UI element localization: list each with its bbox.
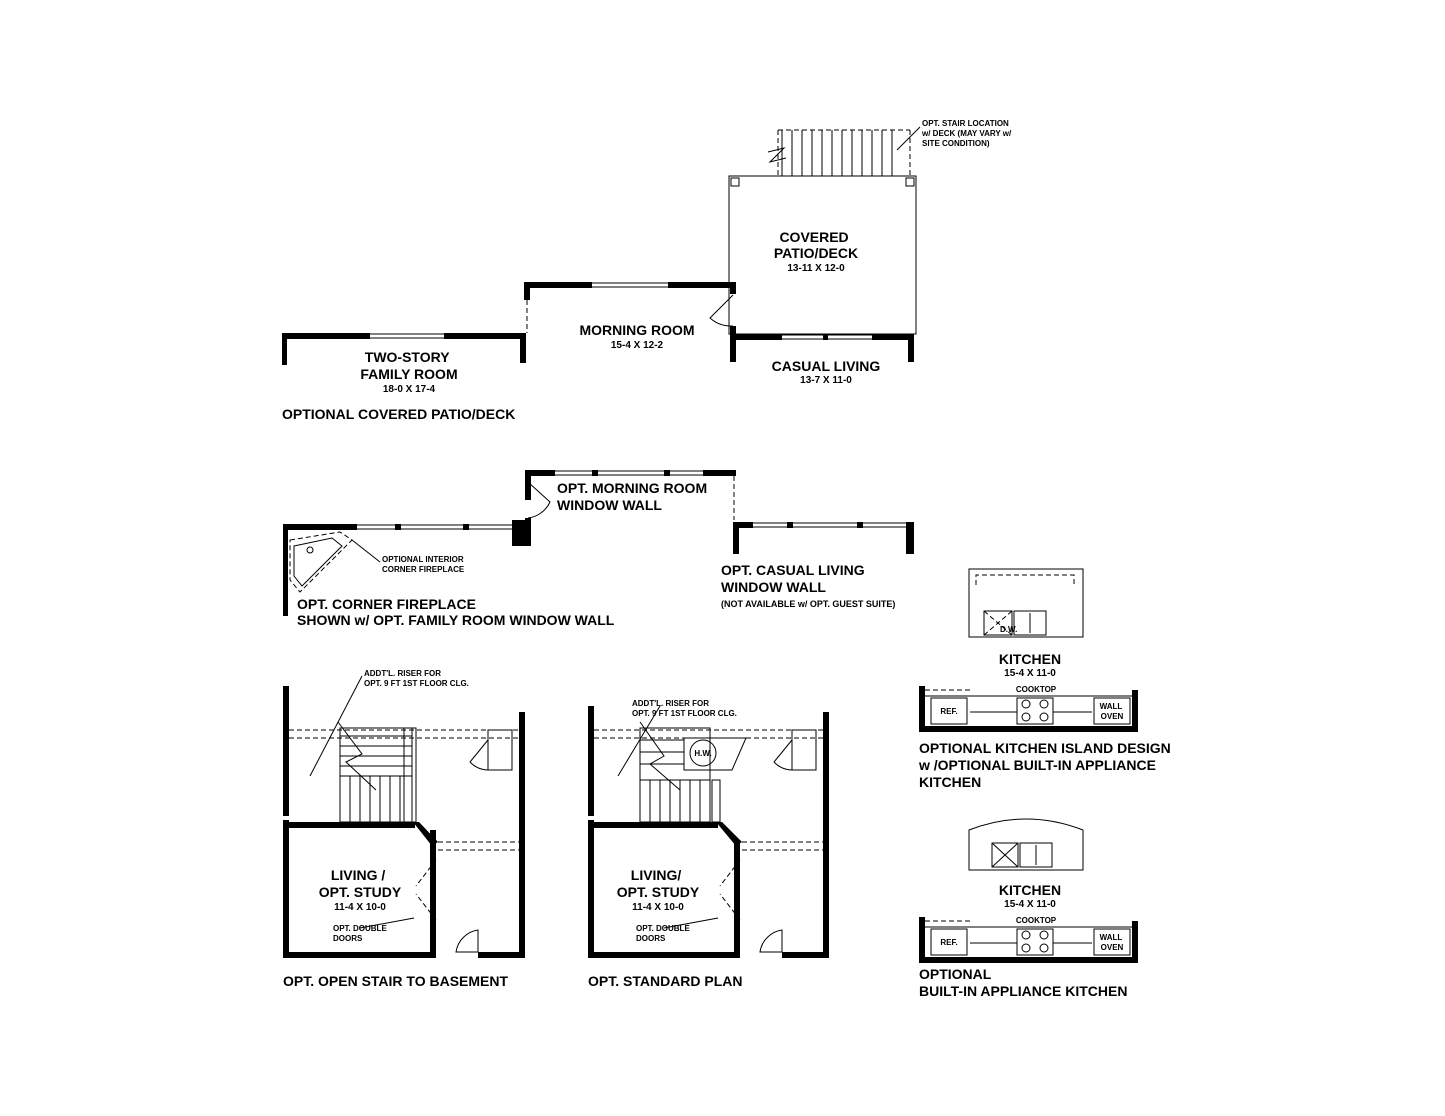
covered-patio-dimension: 13-11 X 12-0: [787, 263, 845, 274]
kitchen-label: KITCHEN: [999, 882, 1061, 898]
refrigerator-label: REF.: [940, 707, 957, 716]
burner-icon: [1039, 712, 1049, 722]
patio-section-caption: OPTIONAL COVERED PATIO/DECK: [282, 406, 515, 422]
opt-double-doors: [415, 859, 437, 921]
living-study-label: LIVING / OPT. STUDY: [319, 867, 402, 900]
kitchen-dimension: 15-4 X 11-0: [1004, 899, 1056, 910]
covered-patio-label: COVERED PATIO/DECK: [774, 229, 858, 261]
wall-oven-label: WALL OVEN: [1100, 933, 1125, 952]
living-study-dimension: 11-4 X 10-0: [334, 902, 386, 913]
morning-room-dimension: 15-4 X 12-2: [611, 340, 664, 351]
patio-column: [730, 177, 740, 187]
open-stair: [309, 675, 417, 823]
builtin-kitchen-caption: OPTIONAL BUILT-IN APPLIANCE KITCHEN: [919, 966, 1127, 999]
corner-fireplace: [289, 531, 381, 593]
standard-stair: [617, 705, 721, 823]
morning-room-door-swing: [709, 294, 734, 327]
family-room-window-wall-left: [283, 524, 288, 616]
family-room-wall-segment: [282, 333, 370, 339]
open-stair-plan: ADDT'L. RISER FOR OPT. 9 FT 1ST FLOOR CL…: [283, 669, 525, 989]
burner-icon: [1039, 930, 1049, 940]
closet: [791, 729, 817, 771]
casual-living-label: CASUAL LIVING: [772, 358, 881, 374]
wall-oven: [1093, 697, 1131, 725]
kitchen-island-option: D.W. KITCHEN 15-4 X 11-0 REF. COOKTOP WA…: [918, 568, 1175, 790]
fireplace-caption: OPT. CORNER FIREPLACE SHOWN w/ OPT. FAMI…: [297, 596, 615, 628]
opt-double-doors: [719, 859, 741, 921]
family-room-dimension: 18-0 X 17-4: [383, 384, 436, 395]
riser-note: ADDT'L. RISER FOR OPT. 9 FT 1ST FLOOR CL…: [632, 699, 737, 718]
closet-door-swing: [469, 739, 489, 771]
cooktop-label: COOKTOP: [1016, 685, 1057, 694]
kitchen-island-outline: [968, 568, 1084, 638]
water-heater-closet: [683, 737, 747, 771]
family-room-wall-segment: [444, 333, 526, 339]
refrigerator-label: REF.: [940, 938, 957, 947]
casual-window-wall-label: OPT. CASUAL LIVING WINDOW WALL: [721, 562, 869, 595]
patio-column: [905, 177, 915, 187]
burner-icon: [1021, 943, 1031, 953]
refrigerator: [930, 928, 968, 956]
dishwasher-label: D.W.: [1000, 625, 1017, 634]
kitchen-label: KITCHEN: [999, 651, 1061, 667]
kitchen-sink: [1013, 610, 1047, 636]
morning-room-left-wall: [524, 282, 530, 300]
morning-window-wall-door-swing: [527, 481, 551, 519]
builtin-kitchen-option: KITCHEN 15-4 X 11-0 REF. COOKTOP WALL OV…: [919, 818, 1138, 999]
entry-door-swing: [455, 929, 479, 953]
open-stair-caption: OPT. OPEN STAIR TO BASEMENT: [283, 973, 509, 989]
family-room-right-wall: [520, 333, 526, 363]
burner-icon: [1021, 930, 1031, 940]
wall-oven: [1093, 928, 1131, 956]
morning-room-wall-segment: [668, 282, 732, 288]
casual-window-wall-note: (NOT AVAILABLE w/ OPT. GUEST SUITE): [721, 599, 895, 609]
casual-living-dimension: 13-7 X 11-0: [800, 375, 852, 386]
morning-window-wall-label: OPT. MORNING ROOM WINDOW WALL: [557, 480, 711, 513]
double-doors-note: OPT. DOUBLE DOORS: [333, 924, 389, 943]
double-doors-note: OPT. DOUBLE DOORS: [636, 924, 692, 943]
morning-room-label: MORNING ROOM: [579, 322, 694, 338]
standard-plan-caption: OPT. STANDARD PLAN: [588, 973, 743, 989]
closet: [487, 729, 513, 771]
cooktop: [1016, 928, 1054, 956]
living-study-dimension: 11-4 X 10-0: [632, 902, 684, 913]
family-room-left-wall: [282, 333, 287, 365]
wall-oven-label: WALL OVEN: [1100, 702, 1125, 721]
cooktop-label: COOKTOP: [1016, 916, 1057, 925]
kitchen-dimension: 15-4 X 11-0: [1004, 668, 1056, 679]
cooktop: [1016, 697, 1054, 725]
water-heater-label: H.W.: [694, 749, 711, 758]
kitchen-island-caption: OPTIONAL KITCHEN ISLAND DESIGN w /OPTION…: [918, 740, 1175, 790]
stair-location-note: OPT. STAIR LOCATION w/ DECK (MAY VARY w/…: [921, 119, 1013, 148]
family-room-label: TWO-STORY FAMILY ROOM: [360, 349, 457, 382]
window-wall-options: OPTIONAL INTERIOR CORNER FIREPLACE OPT. …: [283, 470, 914, 628]
standard-plan: H.W. ADDT'L. RISER FOR OPT. 9 FT 1ST FLO…: [588, 699, 829, 989]
riser-note: ADDT'L. RISER FOR OPT. 9 FT 1ST FLOOR CL…: [364, 669, 469, 688]
fireplace-note: OPTIONAL INTERIOR CORNER FIREPLACE: [382, 555, 466, 574]
burner-icon: [1021, 699, 1031, 709]
water-heater-icon: [689, 739, 717, 767]
patio-deck-option: OPT. STAIR LOCATION w/ DECK (MAY VARY w/…: [282, 119, 1013, 422]
entry-door-swing: [759, 929, 783, 953]
burner-icon: [1039, 943, 1049, 953]
morning-room-wall-segment: [524, 282, 592, 288]
burner-icon: [1039, 699, 1049, 709]
refrigerator: [930, 697, 968, 725]
burner-icon: [1021, 712, 1031, 722]
casual-living-wall-segment: [736, 334, 782, 340]
kitchen-sink: [1019, 842, 1053, 868]
deck-stairs: [767, 126, 921, 176]
closet-door-swing: [773, 739, 793, 771]
kitchen-island-curved: [968, 818, 1084, 871]
dishwasher: [983, 610, 1013, 636]
living-study-label: LIVING/ OPT. STUDY: [617, 867, 700, 900]
